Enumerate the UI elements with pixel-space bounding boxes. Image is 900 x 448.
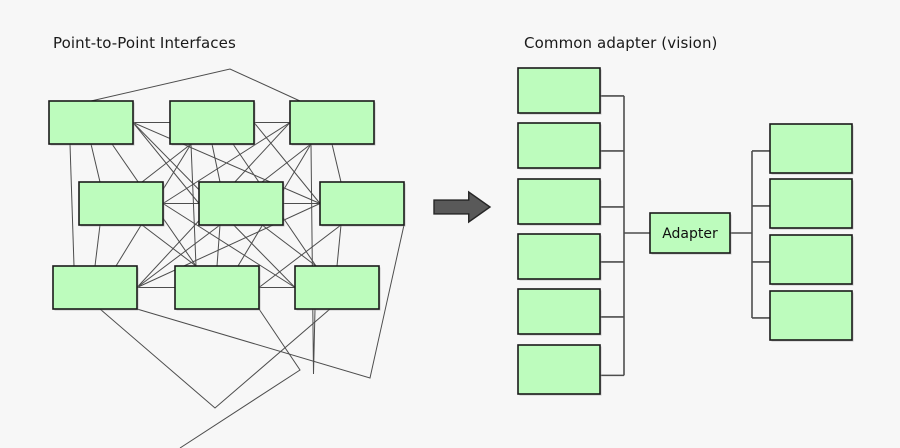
- adapter-right-node-r2[interactable]: [769, 178, 854, 230]
- adapter-right-node-r3[interactable]: [769, 234, 854, 286]
- node-rect: [517, 233, 601, 280]
- mesh-edge: [216, 224, 221, 267]
- node-rect: [289, 100, 375, 145]
- mesh-edge: [258, 224, 342, 288]
- node-rect: [517, 344, 601, 395]
- node-rect: [52, 265, 138, 310]
- mesh-edge-detour: [136, 224, 405, 379]
- node-rect: [294, 265, 380, 310]
- mesh-edge: [69, 143, 75, 267]
- node-rect: [517, 122, 601, 169]
- adapter-left-node-l2[interactable]: [517, 122, 602, 170]
- adapter-left-node-l1[interactable]: [517, 67, 602, 115]
- node-label: Adapter: [662, 226, 718, 242]
- mesh-node-n7[interactable]: [52, 265, 139, 311]
- mesh-edge: [261, 224, 317, 267]
- mesh-node-n9[interactable]: [294, 265, 381, 311]
- adapter-left-node-l5[interactable]: [517, 288, 602, 336]
- node-rect: [198, 181, 284, 226]
- mesh-edge-detour: [90, 68, 301, 102]
- mesh-edge: [136, 203, 321, 288]
- node-rect: [319, 181, 405, 226]
- node-rect: [517, 178, 601, 225]
- mesh-edge: [90, 143, 101, 183]
- mesh-edge-detour: [99, 308, 331, 409]
- mesh-node-n2[interactable]: [169, 100, 256, 146]
- mesh-edge: [211, 143, 221, 183]
- mesh-edge: [331, 143, 342, 183]
- node-rect: [769, 178, 853, 229]
- adapter-left-node-l6[interactable]: [517, 344, 602, 396]
- mesh-edge: [94, 224, 101, 267]
- mesh-node-n4[interactable]: [78, 181, 165, 227]
- transformation-arrow-icon: [433, 190, 492, 224]
- node-rect: [517, 288, 601, 335]
- mesh-node-n5[interactable]: [198, 181, 285, 227]
- node-rect: [48, 100, 134, 145]
- node-rect: [517, 67, 601, 114]
- mesh-node-n8[interactable]: [174, 265, 261, 311]
- mesh-edge: [141, 143, 192, 183]
- mesh-edge: [141, 224, 197, 267]
- mesh-edge: [136, 224, 221, 288]
- node-rect: [649, 212, 731, 254]
- mesh-edge: [190, 143, 197, 267]
- left-diagram-title: Point-to-Point Interfaces: [53, 34, 236, 52]
- adapter-right-node-r1[interactable]: [769, 123, 854, 175]
- node-rect: [174, 265, 260, 310]
- adapter-right-node-r4[interactable]: [769, 290, 854, 342]
- mesh-edge-detour: [179, 308, 301, 448]
- adapter-hub-node[interactable]: Adapter: [649, 212, 732, 255]
- node-rect: [169, 100, 255, 145]
- adapter-left-node-l4[interactable]: [517, 233, 602, 281]
- adapter-left-node-l3[interactable]: [517, 178, 602, 226]
- mesh-node-n1[interactable]: [48, 100, 135, 146]
- node-rect: [78, 181, 164, 226]
- node-rect: [769, 290, 853, 341]
- mesh-edge: [162, 122, 291, 204]
- node-rect: [769, 123, 853, 174]
- mesh-edge: [336, 224, 342, 267]
- mesh-node-n6[interactable]: [319, 181, 406, 227]
- mesh-node-n3[interactable]: [289, 100, 376, 146]
- node-rect: [769, 234, 853, 285]
- right-diagram-title: Common adapter (vision): [524, 34, 718, 52]
- mesh-edge: [261, 143, 312, 183]
